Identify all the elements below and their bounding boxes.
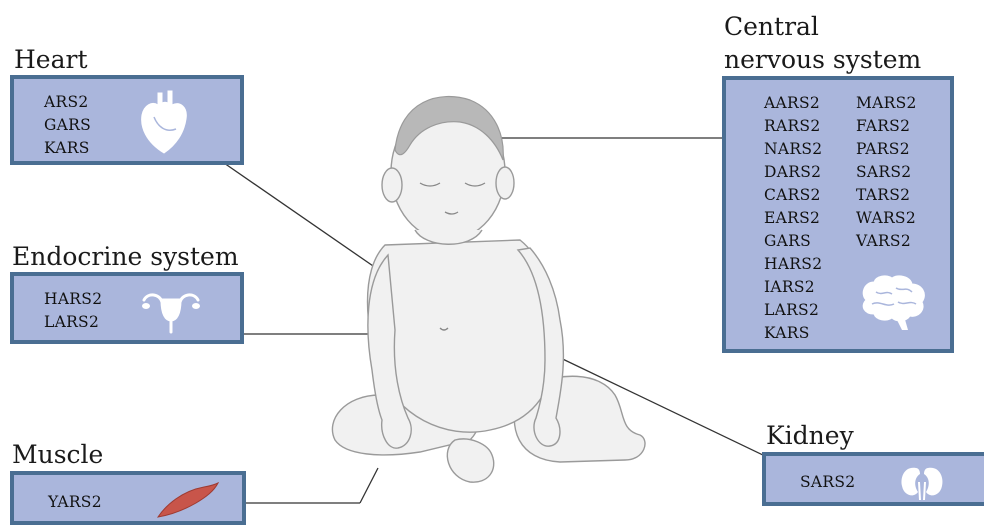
baby-body [332,104,645,482]
kidney-gene-list: SARS2 [800,471,855,494]
kidney-box: SARS2 [762,452,984,506]
endocrine-gene-list: HARS2 LARS2 [44,288,102,334]
gene-item: KARS [764,322,822,345]
gene-item: MARS2 [856,92,917,115]
kidney-icon [898,462,946,502]
heart-box: ARS2 GARS KARS [10,75,244,165]
gene-item: KARS [44,137,91,160]
gene-item: TARS2 [856,184,917,207]
endocrine-title: Endocrine system [12,242,239,271]
gene-item: EARS2 [764,207,822,230]
gene-item: GARS [44,114,91,137]
heart-gene-list: ARS2 GARS KARS [44,91,91,160]
gene-item: LARS2 [764,299,822,322]
gene-item: PARS2 [856,138,917,161]
heart-connector [224,163,376,268]
cns-box: AARS2 RARS2 NARS2 DARS2 CARS2 EARS2 GARS… [722,76,954,353]
gene-item: LARS2 [44,311,102,334]
endocrine-box: HARS2 LARS2 [10,272,244,344]
gene-item: ARS2 [44,91,91,114]
gene-item: NARS2 [764,138,822,161]
cns-title-line1: Central [724,12,819,41]
cns-title-line2: nervous system [724,45,921,74]
gene-item: FARS2 [856,115,917,138]
gene-item: VARS2 [856,230,917,253]
muscle-icon [152,481,222,521]
cns-gene-list-col2: MARS2 FARS2 PARS2 SARS2 TARS2 WARS2 VARS… [856,92,917,253]
gene-item: WARS2 [856,207,917,230]
gene-item: RARS2 [764,115,822,138]
heart-icon [136,87,192,157]
brain-icon [856,272,930,332]
gene-item: HARS2 [44,288,102,311]
muscle-gene-list: YARS2 [48,491,102,514]
muscle-connector-d [360,468,378,503]
cns-gene-list-col1: AARS2 RARS2 NARS2 DARS2 CARS2 EARS2 GARS… [764,92,822,345]
gene-item: GARS [764,230,822,253]
gene-item: DARS2 [764,161,822,184]
gene-item: SARS2 [800,471,855,494]
kidney-title: Kidney [766,421,854,450]
gene-item: SARS2 [856,161,917,184]
gene-item: HARS2 [764,253,822,276]
uterus-icon [138,286,204,336]
gene-item: CARS2 [764,184,822,207]
heart-title: Heart [14,45,88,74]
muscle-box: YARS2 [10,471,246,525]
gene-item: IARS2 [764,276,822,299]
muscle-title: Muscle [12,440,103,469]
gene-item: AARS2 [764,92,822,115]
gene-item: YARS2 [48,491,102,514]
